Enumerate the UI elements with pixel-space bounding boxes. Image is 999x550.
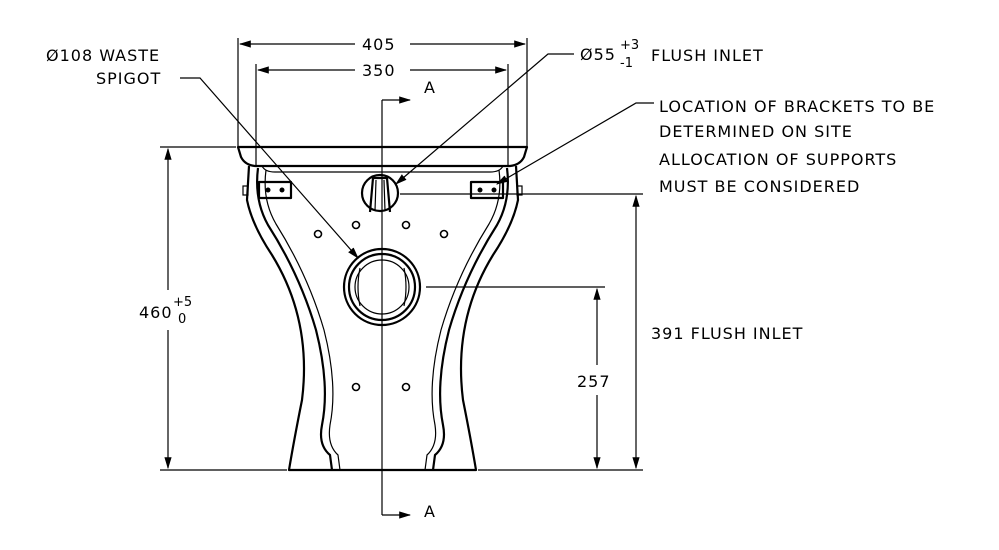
svg-text:DETERMINED ON SITE: DETERMINED ON SITE: [659, 122, 853, 141]
svg-text:+5: +5: [173, 295, 192, 310]
svg-text:FLUSH INLET: FLUSH INLET: [651, 46, 764, 65]
dimension-460: 460 +5 0: [139, 146, 287, 471]
pan-inner-right: [431, 167, 509, 471]
svg-text:Ø55: Ø55: [580, 45, 616, 64]
flush-inlet-label: Ø55 +3 -1 FLUSH INLET: [395, 38, 764, 185]
section-label-top: A: [424, 78, 436, 97]
svg-text:405: 405: [362, 35, 396, 54]
svg-text:SPIGOT: SPIGOT: [96, 69, 161, 88]
left-nub: [242, 185, 249, 196]
svg-text:257: 257: [577, 372, 611, 391]
svg-text:-1: -1: [620, 56, 633, 71]
svg-text:+3: +3: [620, 38, 639, 53]
right-nub: [516, 185, 523, 196]
pan-inner-left-2: [264, 169, 341, 471]
waste-spigot-label: Ø108 WASTE SPIGOT: [46, 46, 359, 259]
svg-text:391 FLUSH INLET: 391 FLUSH INLET: [651, 324, 803, 343]
dimension-391: 391 FLUSH INLET: [400, 193, 803, 471]
svg-text:LOCATION OF BRACKETS TO BE: LOCATION OF BRACKETS TO BE: [659, 97, 935, 116]
svg-text:Ø108 WASTE: Ø108 WASTE: [46, 46, 160, 65]
svg-text:350: 350: [362, 61, 396, 80]
bracket-note: LOCATION OF BRACKETS TO BE DETERMINED ON…: [495, 97, 935, 196]
flush-inlet: [360, 173, 400, 213]
svg-text:460: 460: [139, 303, 173, 322]
toilet-pan: [236, 145, 529, 472]
dimension-257: 257: [426, 286, 611, 471]
left-bracket: [257, 180, 293, 200]
right-bracket: [469, 180, 505, 200]
pan-rim: [236, 145, 529, 168]
section-label-bottom: A: [424, 502, 436, 521]
svg-text:0: 0: [178, 312, 186, 327]
dimension-350: 350: [255, 61, 509, 166]
svg-text:ALLOCATION OF SUPPORTS: ALLOCATION OF SUPPORTS: [659, 150, 897, 169]
pan-inner-left: [256, 167, 334, 471]
fixing-holes: [313, 220, 449, 392]
svg-text:MUST BE CONSIDERED: MUST BE CONSIDERED: [659, 177, 860, 196]
dimension-405: 405: [237, 35, 528, 146]
pan-inner-right-2: [424, 169, 501, 471]
